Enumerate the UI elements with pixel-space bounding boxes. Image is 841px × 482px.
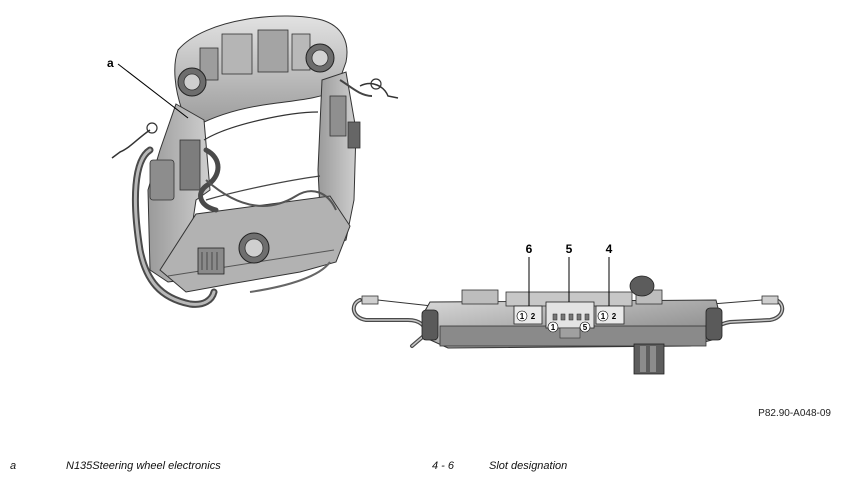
pin-label-slot6-1: 1 <box>520 312 525 321</box>
steering-wheel-electronics-perspective: a <box>107 15 399 308</box>
pin-label-slot5-5: 5 <box>583 323 588 332</box>
pin-label-slot6-2: 2 <box>531 312 536 321</box>
callout-6: 6 <box>526 242 533 256</box>
legend-key: a <box>10 460 17 472</box>
figure-code: P82.90-A048-09 <box>758 408 831 419</box>
pin-label-slot4-2: 2 <box>612 312 617 321</box>
legend-text: Slot designation <box>489 460 568 472</box>
callout-4: 4 <box>606 242 613 256</box>
steering-wheel-electronics-front-view: 1 2 1 5 1 2 6 5 4 <box>351 242 785 375</box>
pin-label-slot4-1: 1 <box>601 312 606 321</box>
callout-5: 5 <box>566 242 573 256</box>
pin-label-slot5-1: 1 <box>551 323 556 332</box>
callout-a: a <box>107 56 114 70</box>
legend-text: N135Steering wheel electronics <box>66 460 221 472</box>
legend-key: 4 - 6 <box>432 460 455 472</box>
